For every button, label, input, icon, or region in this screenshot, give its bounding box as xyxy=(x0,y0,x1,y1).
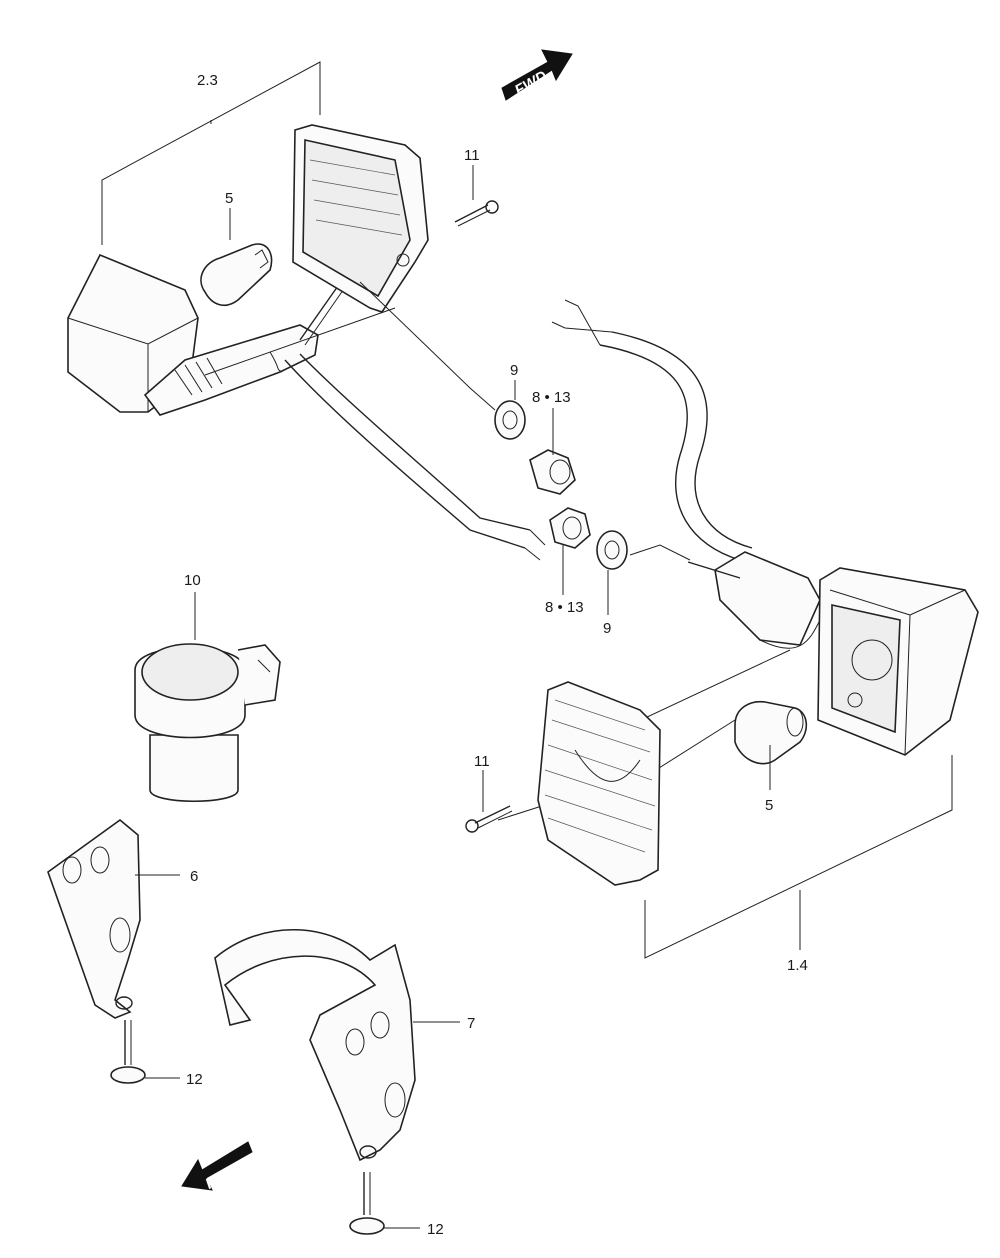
callout-12-upper: 12 xyxy=(186,1071,203,1088)
callout-5-right: 5 xyxy=(765,797,773,814)
callout-5-left: 5 xyxy=(225,190,233,207)
right-signal-housing xyxy=(687,551,979,756)
left-signal-lens xyxy=(292,124,429,313)
screw-12-upper xyxy=(110,1020,146,1084)
screw-11-top xyxy=(454,200,499,227)
fwd-arrow-bottom: FWD xyxy=(181,1141,253,1193)
callout-8-13-upper: 8 • 13 xyxy=(532,389,571,406)
callout-6: 6 xyxy=(190,868,198,885)
fwd-arrow-top: FWD xyxy=(501,49,573,101)
fwd-arrow-icon xyxy=(181,1141,253,1191)
callout-11-top: 11 xyxy=(464,147,480,164)
right-signal-lens xyxy=(537,681,661,886)
callout-8-13-lower: 8 • 13 xyxy=(545,599,584,616)
washer-9-lower xyxy=(596,530,628,570)
right-signal-wires xyxy=(551,299,753,561)
left-bulb xyxy=(200,243,273,307)
callout-9-upper: 9 xyxy=(510,362,518,379)
flasher-relay xyxy=(134,643,281,802)
assembly-bracket-right xyxy=(644,755,953,959)
left-signal-housing xyxy=(67,253,546,561)
right-bulb xyxy=(734,700,808,765)
fwd-arrow-icon xyxy=(501,49,573,101)
bracket-7 xyxy=(214,928,416,1162)
leader-lines xyxy=(135,165,801,1229)
callout-labels: 2.3 5 11 9 8 • 13 8 • 13 9 10 11 5 6 1.4… xyxy=(184,72,808,1238)
nut-8-13-lower xyxy=(549,507,591,549)
bracket-6 xyxy=(47,818,141,1019)
callout-2-3: 2.3 xyxy=(197,72,218,89)
callout-10: 10 xyxy=(184,572,201,589)
screw-12-lower xyxy=(349,1172,385,1235)
callout-7: 7 xyxy=(467,1015,475,1032)
screw-11-bottom xyxy=(465,805,513,833)
nut-8-13-upper xyxy=(529,449,576,495)
callout-1-4: 1.4 xyxy=(787,957,808,974)
washer-9-upper xyxy=(494,400,526,440)
callout-12-lower: 12 xyxy=(427,1221,444,1238)
callout-9-lower: 9 xyxy=(603,620,611,637)
callout-11-bottom: 11 xyxy=(474,753,490,770)
assembly-bracket-left xyxy=(101,61,321,245)
